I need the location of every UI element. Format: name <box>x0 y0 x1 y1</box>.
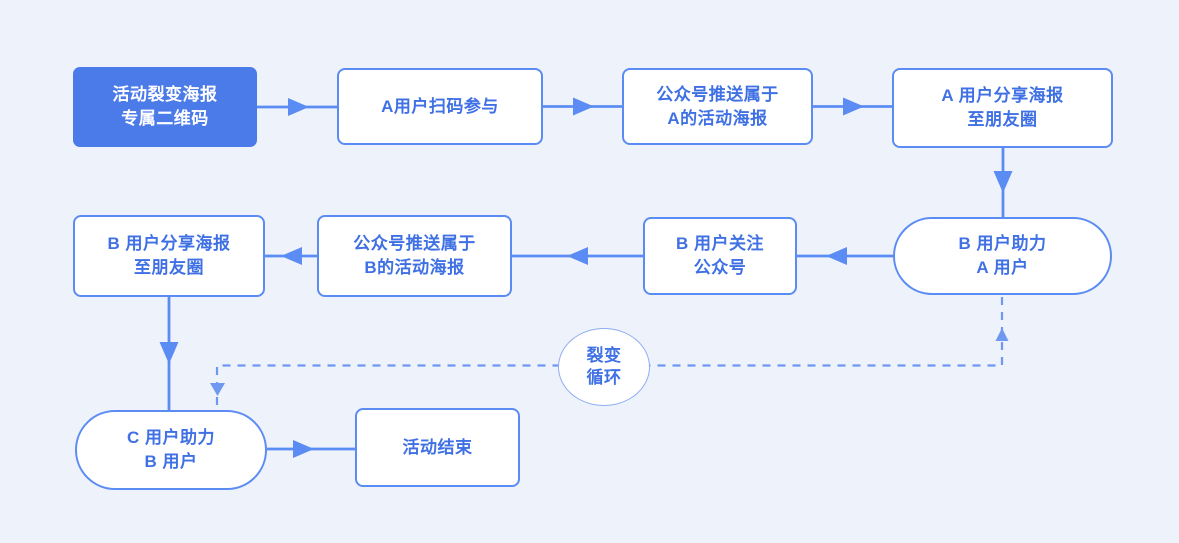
node-push-b-poster: 公众号推送属于 B的活动海报 <box>317 215 512 297</box>
node-label-line: 活动裂变海报 <box>112 85 218 104</box>
node-label-line: 至朋友圈 <box>967 110 1038 129</box>
node-a-scan: A用户扫码参与 <box>337 68 543 145</box>
node-label-line: 活动结束 <box>402 437 473 457</box>
connector-push-a-to-share-a <box>813 97 892 116</box>
node-label-line: 专属二维码 <box>121 109 209 128</box>
connector-share-b-to-assist-c <box>159 297 179 410</box>
node-b-assist-a: B 用户助力 A 用户 <box>893 217 1112 295</box>
node-label-line: B的活动海报 <box>364 258 465 277</box>
node-b-follow: B 用户关注 公众号 <box>643 217 797 295</box>
node-push-a-poster: 公众号推送属于 A的活动海报 <box>622 68 813 145</box>
node-b-share-poster: B 用户分享海报 至朋友圈 <box>73 215 265 297</box>
node-label-line: B 用户 <box>144 452 198 471</box>
connector-assist-c-to-end <box>267 440 355 458</box>
node-label-line: A 用户分享海报 <box>941 86 1064 105</box>
node-label-line: C 用户助力 <box>127 428 215 447</box>
node-label-line: B 用户分享海报 <box>107 234 231 253</box>
connector-scan-to-push-a <box>543 97 622 116</box>
node-label-line: B 用户关注 <box>676 234 764 253</box>
node-activity-end: 活动结束 <box>355 408 520 487</box>
connector-push-b-to-share-b <box>265 247 317 265</box>
fission-loop-label: 裂变 循环 <box>558 328 650 406</box>
node-label-line: 公众号 <box>693 258 747 277</box>
node-label-line: 公众号推送属于 <box>353 234 476 253</box>
node-qr-poster: 活动裂变海报 专属二维码 <box>73 67 257 147</box>
node-label-line: A用户扫码参与 <box>381 96 499 116</box>
node-label-line: 裂变 <box>586 346 622 365</box>
connector-assist-b-to-follow-b <box>797 247 893 265</box>
node-label-line: B 用户助力 <box>958 234 1047 253</box>
node-label-line: 循环 <box>586 368 622 387</box>
connector-qr-to-scan <box>257 98 337 116</box>
node-label-line: A 用户 <box>976 258 1029 277</box>
connector-follow-b-to-push-b <box>512 247 643 265</box>
node-label-line: 公众号推送属于 <box>656 84 779 104</box>
node-label-line: A的活动海报 <box>667 108 768 128</box>
connector-share-a-to-assist-b <box>993 148 1013 217</box>
node-label-line: 至朋友圈 <box>134 258 204 277</box>
node-a-share-poster: A 用户分享海报 至朋友圈 <box>892 68 1113 148</box>
node-c-assist-b: C 用户助力 B 用户 <box>75 410 267 490</box>
connector-fission-loop-dashed <box>210 297 1009 405</box>
